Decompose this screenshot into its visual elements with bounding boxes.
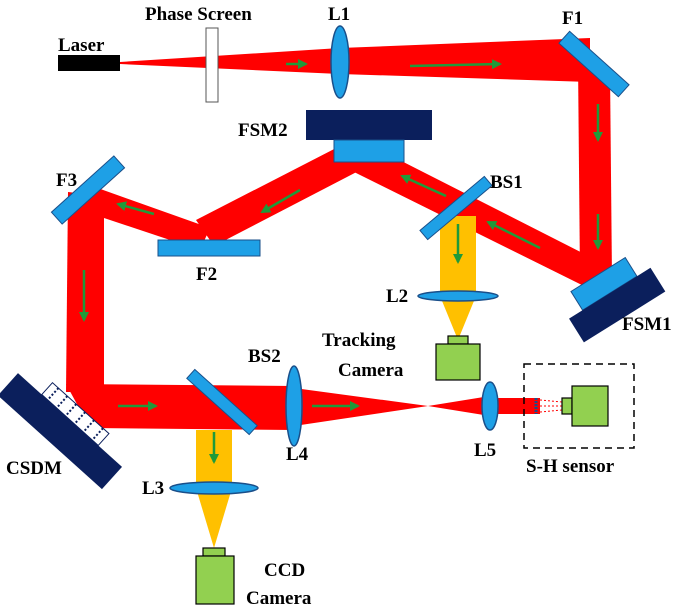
label-l2: L2 [386, 286, 408, 307]
fsm2-assembly [306, 110, 432, 163]
label-bs1: BS1 [490, 172, 523, 193]
label-f1: F1 [562, 8, 583, 29]
lens-l3 [169, 481, 259, 495]
lens-l4 [285, 365, 303, 447]
fsm1-assembly [569, 256, 666, 343]
lens-l1 [330, 25, 350, 99]
label-tracking-camera-2: Camera [338, 360, 404, 381]
label-tracking-camera-1: Tracking [322, 330, 396, 351]
pickoff-beams [196, 216, 476, 548]
mirror-f1 [558, 30, 630, 98]
csdm-assembly [0, 373, 123, 490]
label-phase-screen: Phase Screen [145, 4, 252, 25]
label-ccd-camera-1: CCD [264, 560, 305, 581]
label-csdm: CSDM [6, 458, 62, 479]
direction-arrows [79, 59, 603, 464]
beam-splitter-bs2 [186, 368, 258, 436]
label-l3: L3 [142, 478, 164, 499]
label-f2: F2 [196, 264, 217, 285]
ccd-camera [195, 547, 235, 605]
csdm-actuator-array [41, 381, 110, 447]
lens-l5 [481, 381, 499, 431]
phase-screen-plate [205, 27, 219, 103]
label-ccd-camera-2: Camera [246, 588, 312, 609]
lens-l2 [417, 290, 499, 302]
label-fsm1: FSM1 [622, 314, 672, 335]
label-f3: F3 [56, 170, 77, 191]
label-bs2: BS2 [248, 346, 281, 367]
label-laser: Laser [58, 35, 105, 56]
tracking-camera [435, 335, 481, 381]
mirror-f3 [50, 155, 126, 225]
label-fsm2: FSM2 [238, 120, 288, 141]
label-sh-sensor: S-H sensor [526, 456, 615, 477]
label-l4: L4 [286, 444, 309, 465]
sh-sensor-assembly [523, 363, 635, 449]
laser-head [58, 55, 120, 71]
mirror-f2 [157, 239, 261, 257]
label-l5: L5 [474, 440, 496, 461]
label-l1: L1 [328, 4, 350, 25]
beam-splitter-bs1 [419, 175, 493, 241]
